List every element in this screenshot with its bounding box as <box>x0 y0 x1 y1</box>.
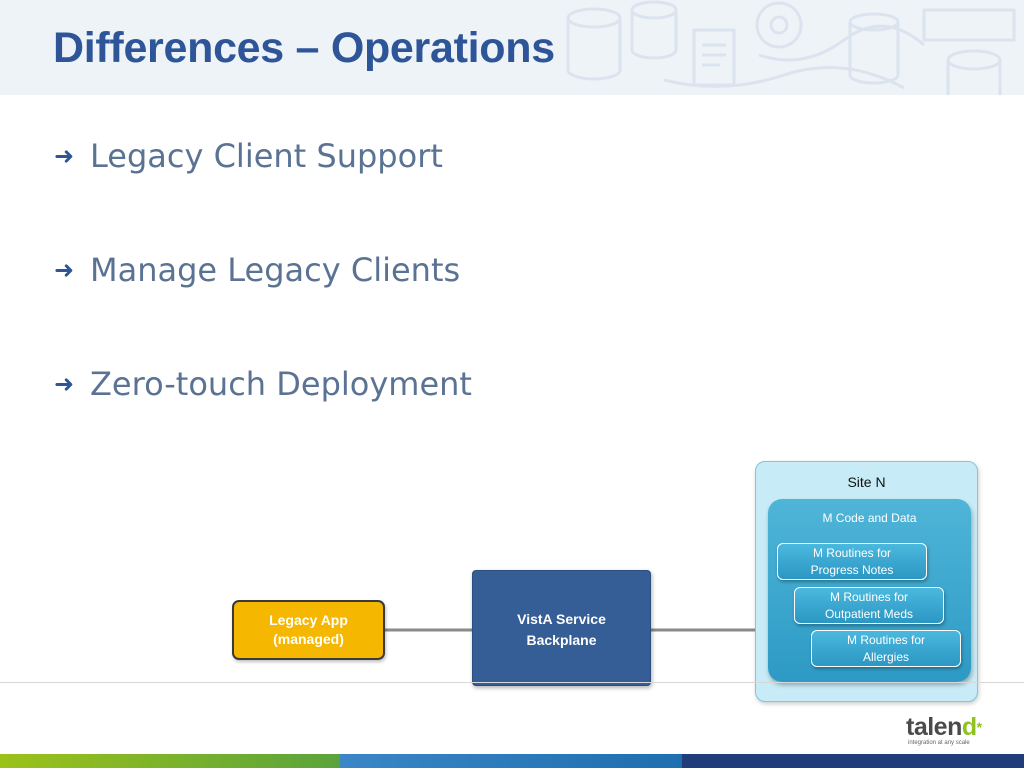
routine-label: M Routines for Allergies <box>846 632 926 664</box>
talend-logo: talend* integration at any scale <box>906 714 996 746</box>
header-decoration-icon <box>566 0 1016 95</box>
logo-wordmark: talend* <box>906 714 996 740</box>
logo-star-icon: * <box>976 719 982 735</box>
arrow-icon: ➜ <box>54 142 75 170</box>
vista-backplane-node: VistA Service Backplane <box>472 570 651 686</box>
bullet-text: Legacy Client Support <box>90 137 443 175</box>
bullet-text: Zero-touch Deployment <box>90 365 472 403</box>
logo-wordmark-text: talend <box>906 713 977 741</box>
page-title: Differences – Operations <box>53 24 555 72</box>
legacy-app-label: Legacy App (managed) <box>269 612 348 647</box>
m-code-container: M Code and Data M Routines for Progress … <box>768 499 971 682</box>
backplane-label: VistA Service Backplane <box>517 611 606 648</box>
routine-allergies: M Routines for Allergies <box>811 630 961 667</box>
arrow-icon: ➜ <box>54 256 75 284</box>
m-code-title: M Code and Data <box>822 511 917 525</box>
bullet-item: ➜ Manage Legacy Clients <box>54 254 460 286</box>
footer-segment-green <box>0 754 340 768</box>
routine-outpatient-meds: M Routines for Outpatient Meds <box>794 587 944 624</box>
routine-progress-notes: M Routines for Progress Notes <box>777 543 927 580</box>
site-title: Site N <box>847 474 886 490</box>
footer-color-bar <box>0 754 1024 768</box>
header-band: Differences – Operations <box>0 0 1024 95</box>
arrow-icon: ➜ <box>54 370 75 398</box>
footer-segment-navy <box>682 754 1024 768</box>
bullet-item: ➜ Zero-touch Deployment <box>54 368 472 400</box>
footer-divider <box>0 682 1024 683</box>
routine-label: M Routines for Outpatient Meds <box>824 589 914 621</box>
legacy-app-node: Legacy App (managed) <box>232 600 385 660</box>
footer-segment-blue <box>340 754 682 768</box>
site-n-container: Site N M Code and Data M Routines for Pr… <box>755 461 978 702</box>
logo-tagline: integration at any scale <box>908 740 970 746</box>
bullet-item: ➜ Legacy Client Support <box>54 140 443 172</box>
routine-label: M Routines for Progress Notes <box>810 545 894 577</box>
bullet-text: Manage Legacy Clients <box>90 251 461 289</box>
